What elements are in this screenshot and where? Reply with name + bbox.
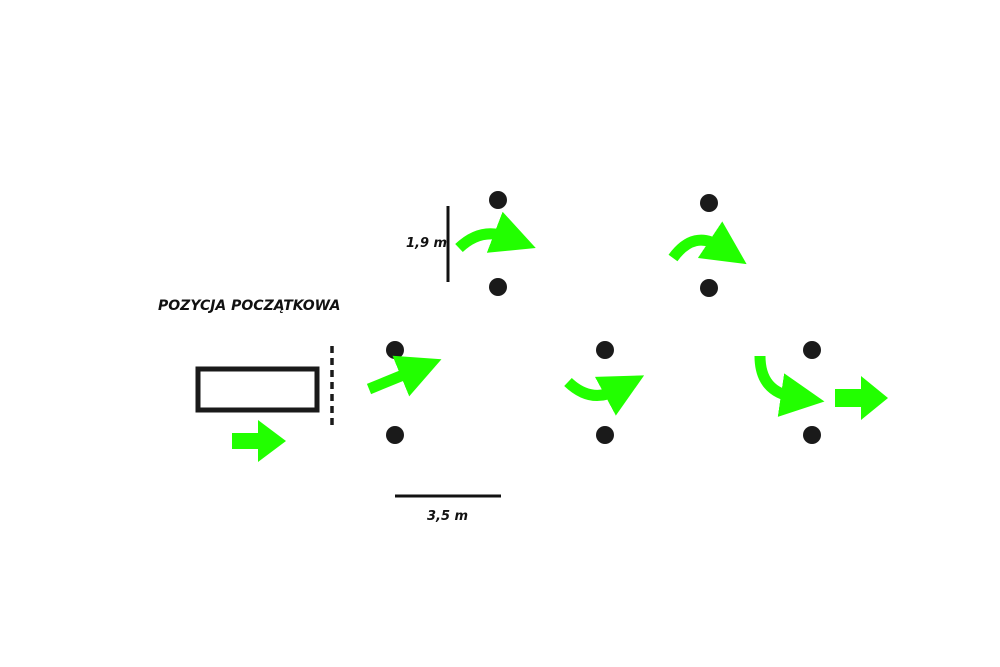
gate-distance-label: 3,5 m <box>427 509 469 524</box>
gate-3-top-post <box>596 341 614 359</box>
gate-4-top-post <box>700 194 718 212</box>
gate-5-bottom-post <box>803 426 821 444</box>
curve-arrow-gate-5-icon <box>754 355 825 417</box>
start-arrow-icon <box>232 420 286 462</box>
gate-4-bottom-post <box>700 279 718 297</box>
gate-3-bottom-post <box>596 426 614 444</box>
curve-arrow-gate-4-icon <box>668 221 747 265</box>
curve-arrow-gate-3-icon <box>564 375 645 416</box>
gate-height-label: 1,9 m <box>406 236 448 251</box>
gate-5-top-post <box>803 341 821 359</box>
gate-2-bottom-post <box>489 278 507 296</box>
gate-1-top-post <box>386 341 404 359</box>
gate-1-bottom-post <box>386 426 404 444</box>
curve-arrow-gate-2-icon <box>455 211 536 253</box>
start-box <box>195 366 320 413</box>
start-position-label: POZYCJA POCZĄTKOWA <box>158 298 341 314</box>
curve-arrow-gate-1-icon <box>366 355 442 397</box>
finish-arrow-icon <box>835 376 888 420</box>
gate-2-top-post <box>489 191 507 209</box>
